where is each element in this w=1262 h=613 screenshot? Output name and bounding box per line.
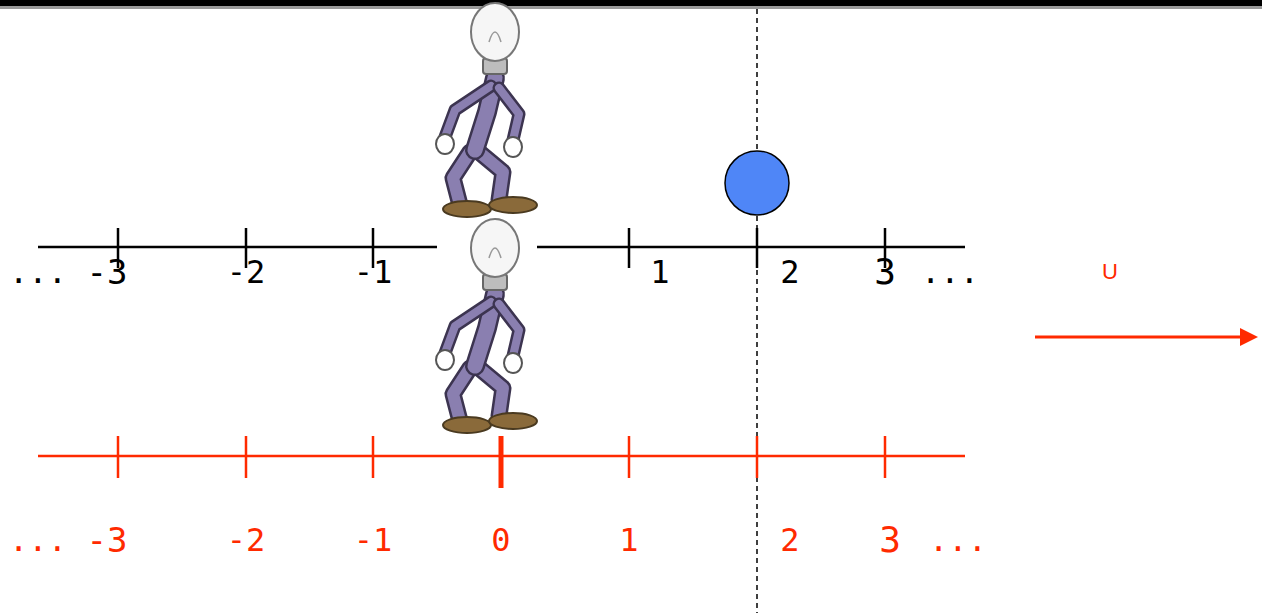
tick-number: -2	[227, 524, 266, 556]
ellipsis: ...	[9, 256, 67, 288]
tick-number: -1	[354, 524, 393, 556]
tick-number: -1	[354, 256, 393, 288]
tick-number: 3	[879, 522, 901, 558]
tick-number: 3	[874, 254, 896, 290]
tick-number: 0	[491, 524, 510, 556]
arrow-head	[1240, 328, 1258, 346]
top-bar	[0, 0, 1262, 6]
tick-number: 1	[619, 524, 638, 556]
ellipsis: ...	[921, 256, 979, 288]
ellipsis: ...	[929, 524, 987, 556]
observer-figure	[436, 219, 537, 433]
top-bar-shadow	[0, 6, 1262, 9]
tick-number: 1	[650, 256, 669, 288]
velocity-label: U	[1102, 261, 1118, 283]
tick-number: 2	[780, 524, 799, 556]
tick-number: 2	[780, 256, 799, 288]
velocity-arrow	[1035, 336, 1240, 339]
observer-figure	[436, 3, 537, 217]
ellipsis: ...	[9, 524, 67, 556]
tick-number: -3	[87, 255, 128, 289]
red-number-line	[38, 436, 965, 488]
dashed-line	[756, 9, 758, 613]
tick-number: -2	[227, 256, 266, 288]
tick-number: -3	[87, 523, 128, 557]
ball	[725, 151, 789, 215]
